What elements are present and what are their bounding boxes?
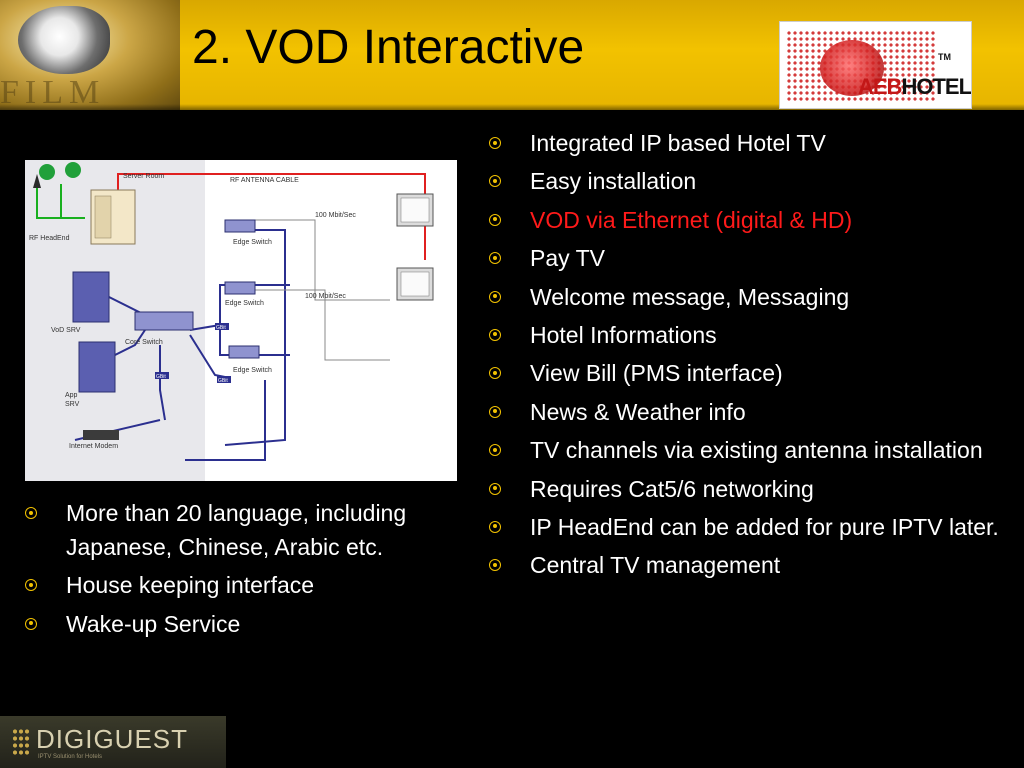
speed-label: 100 Mbit/Sec [315,212,356,219]
list-item-text: News & Weather info [530,398,746,425]
feature-list: Integrated IP based Hotel TV Easy instal… [489,126,1009,587]
list-item-text: Welcome message, Messaging [530,283,850,310]
satellite-dish-icon-2 [65,162,81,178]
server-room-label: Server Room [123,173,164,180]
list-item: Pay TV [489,241,1009,275]
digiguest-brand-text: DIGIGUEST [36,724,189,754]
list-item: Integrated IP based Hotel TV [489,126,1009,160]
digiguest-grid-icon [12,728,30,756]
edge-switch-label-2: Edge Switch [225,300,264,307]
core-switch-icon [134,311,194,331]
bullet-icon [489,520,501,533]
list-item-text: Central TV management [530,552,781,579]
list-item-text: Pay TV [530,245,605,272]
bullet-icon [25,507,37,519]
rf-cable-top [117,173,426,210]
cabinet-door [94,195,112,239]
list-item: IP HeadEnd can be added for pure IPTV la… [489,510,1009,544]
gbit-tag-bg-2 [155,372,169,379]
digiguest-logo: DIGIGUEST IPTV Solution for Hotels [0,716,226,768]
list-item-text: TV channels via existing antenna install… [530,437,983,464]
rf-antenna-cable-label: RF ANTENNA CABLE [230,177,299,184]
logo-globe-icon [820,40,884,96]
speed-label-2: 100 Mbit/Sec [305,293,346,300]
bullet-icon [489,444,501,457]
stage-lamp-icon [18,6,110,74]
tv-link-2 [250,289,390,361]
rf-headend-label: RF HeadEnd [29,235,70,242]
list-item: More than 20 language, including Japanes… [25,496,465,564]
gbit-tag-bg [215,323,229,330]
list-item: Requires Cat5/6 networking [489,472,1009,506]
tv-screen [400,197,430,223]
bullet-icon [489,367,501,380]
app-srv-label-2: SRV [65,401,80,408]
bullet-icon [489,290,501,303]
tv-screen-2 [400,271,430,297]
header-background-text: FILM [0,74,106,110]
gbit-label-3: GBit [218,378,228,384]
edge-switch-icon-3 [228,345,260,359]
bullet-icon [489,559,501,572]
bullet-icon [25,579,37,592]
list-item-text: Easy installation [530,168,697,195]
list-item-text: Wake-up Service [66,610,241,637]
network-diagram: Server Room RF ANTENNA CABLE RF HeadEnd … [25,160,457,481]
internet-modem-label: Internet Modem [69,443,118,450]
gbit-label: GBit [216,325,226,331]
core-switch-label: Core Switch [125,339,163,346]
list-item: View Bill (PMS interface) [489,356,1009,390]
app-server-icon [78,341,116,393]
list-item: Wake-up Service [25,607,465,641]
bullet-icon [25,617,37,630]
bullet-icon [489,252,501,265]
list-item-text: View Bill (PMS interface) [530,360,783,387]
bullet-icon [489,328,501,341]
list-item-text: House keeping interface [66,572,315,599]
tv-link [250,219,390,301]
edge-switch-label-3: Edge Switch [233,367,272,374]
edge-switch-label: Edge Switch [233,239,272,246]
edge-switch-icon [224,219,256,233]
list-item-text: More than 20 language, including Japanes… [66,500,407,560]
bullet-icon [489,175,501,188]
list-item: Central TV management [489,548,1009,582]
list-item-text: Integrated IP based Hotel TV [530,130,826,156]
vod-srv-label: VoD SRV [51,327,81,334]
extra-feature-list: More than 20 language, including Japanes… [25,496,465,645]
app-srv-label: App [65,392,78,399]
satellite-dish-icon [39,164,55,180]
bullet-icon [489,405,501,418]
aeb-hotel-tv-logo: AEBHOTEL TV TM [779,21,972,109]
logo-brand-suffix: HOTEL TV [901,74,971,99]
logo-brand-prefix: AEB [858,74,902,99]
antenna-cable [36,188,85,219]
gbit-tag-bg-3 [217,376,231,383]
list-item: News & Weather info [489,395,1009,429]
network-diagram-svg: Server Room RF ANTENNA CABLE RF HeadEnd … [25,160,457,481]
vod-server-icon [72,271,110,323]
slide-title: 2. VOD Interactive [192,21,585,74]
header-shadow [0,104,1024,110]
list-item-text-highlighted: VOD via Ethernet (digital & HD) [530,206,853,233]
list-item: Hotel Informations [489,318,1009,352]
edge-switch-icon-2 [224,281,256,295]
list-item: Welcome message, Messaging [489,280,1009,314]
gbit-label-2: GBit [156,374,166,380]
list-item: VOD via Ethernet (digital & HD) [489,203,1009,237]
list-item-text: Requires Cat5/6 networking [530,475,814,502]
bullet-icon [489,213,501,226]
list-item: Easy installation [489,164,1009,198]
list-item-text: IP HeadEnd can be added for pure IPTV la… [530,513,999,540]
rf-antenna-icon [33,174,41,188]
internet-modem-icon [83,430,119,440]
list-item: TV channels via existing antenna install… [489,433,1009,467]
logo-brand-text: AEBHOTEL TV [858,74,971,100]
digiguest-tagline: IPTV Solution for Hotels [38,754,103,760]
list-item: House keeping interface [25,568,465,602]
list-item-text: Hotel Informations [530,321,717,348]
logo-trademark: TM [938,52,951,62]
bullet-icon [489,482,501,495]
bullet-icon [489,137,501,149]
